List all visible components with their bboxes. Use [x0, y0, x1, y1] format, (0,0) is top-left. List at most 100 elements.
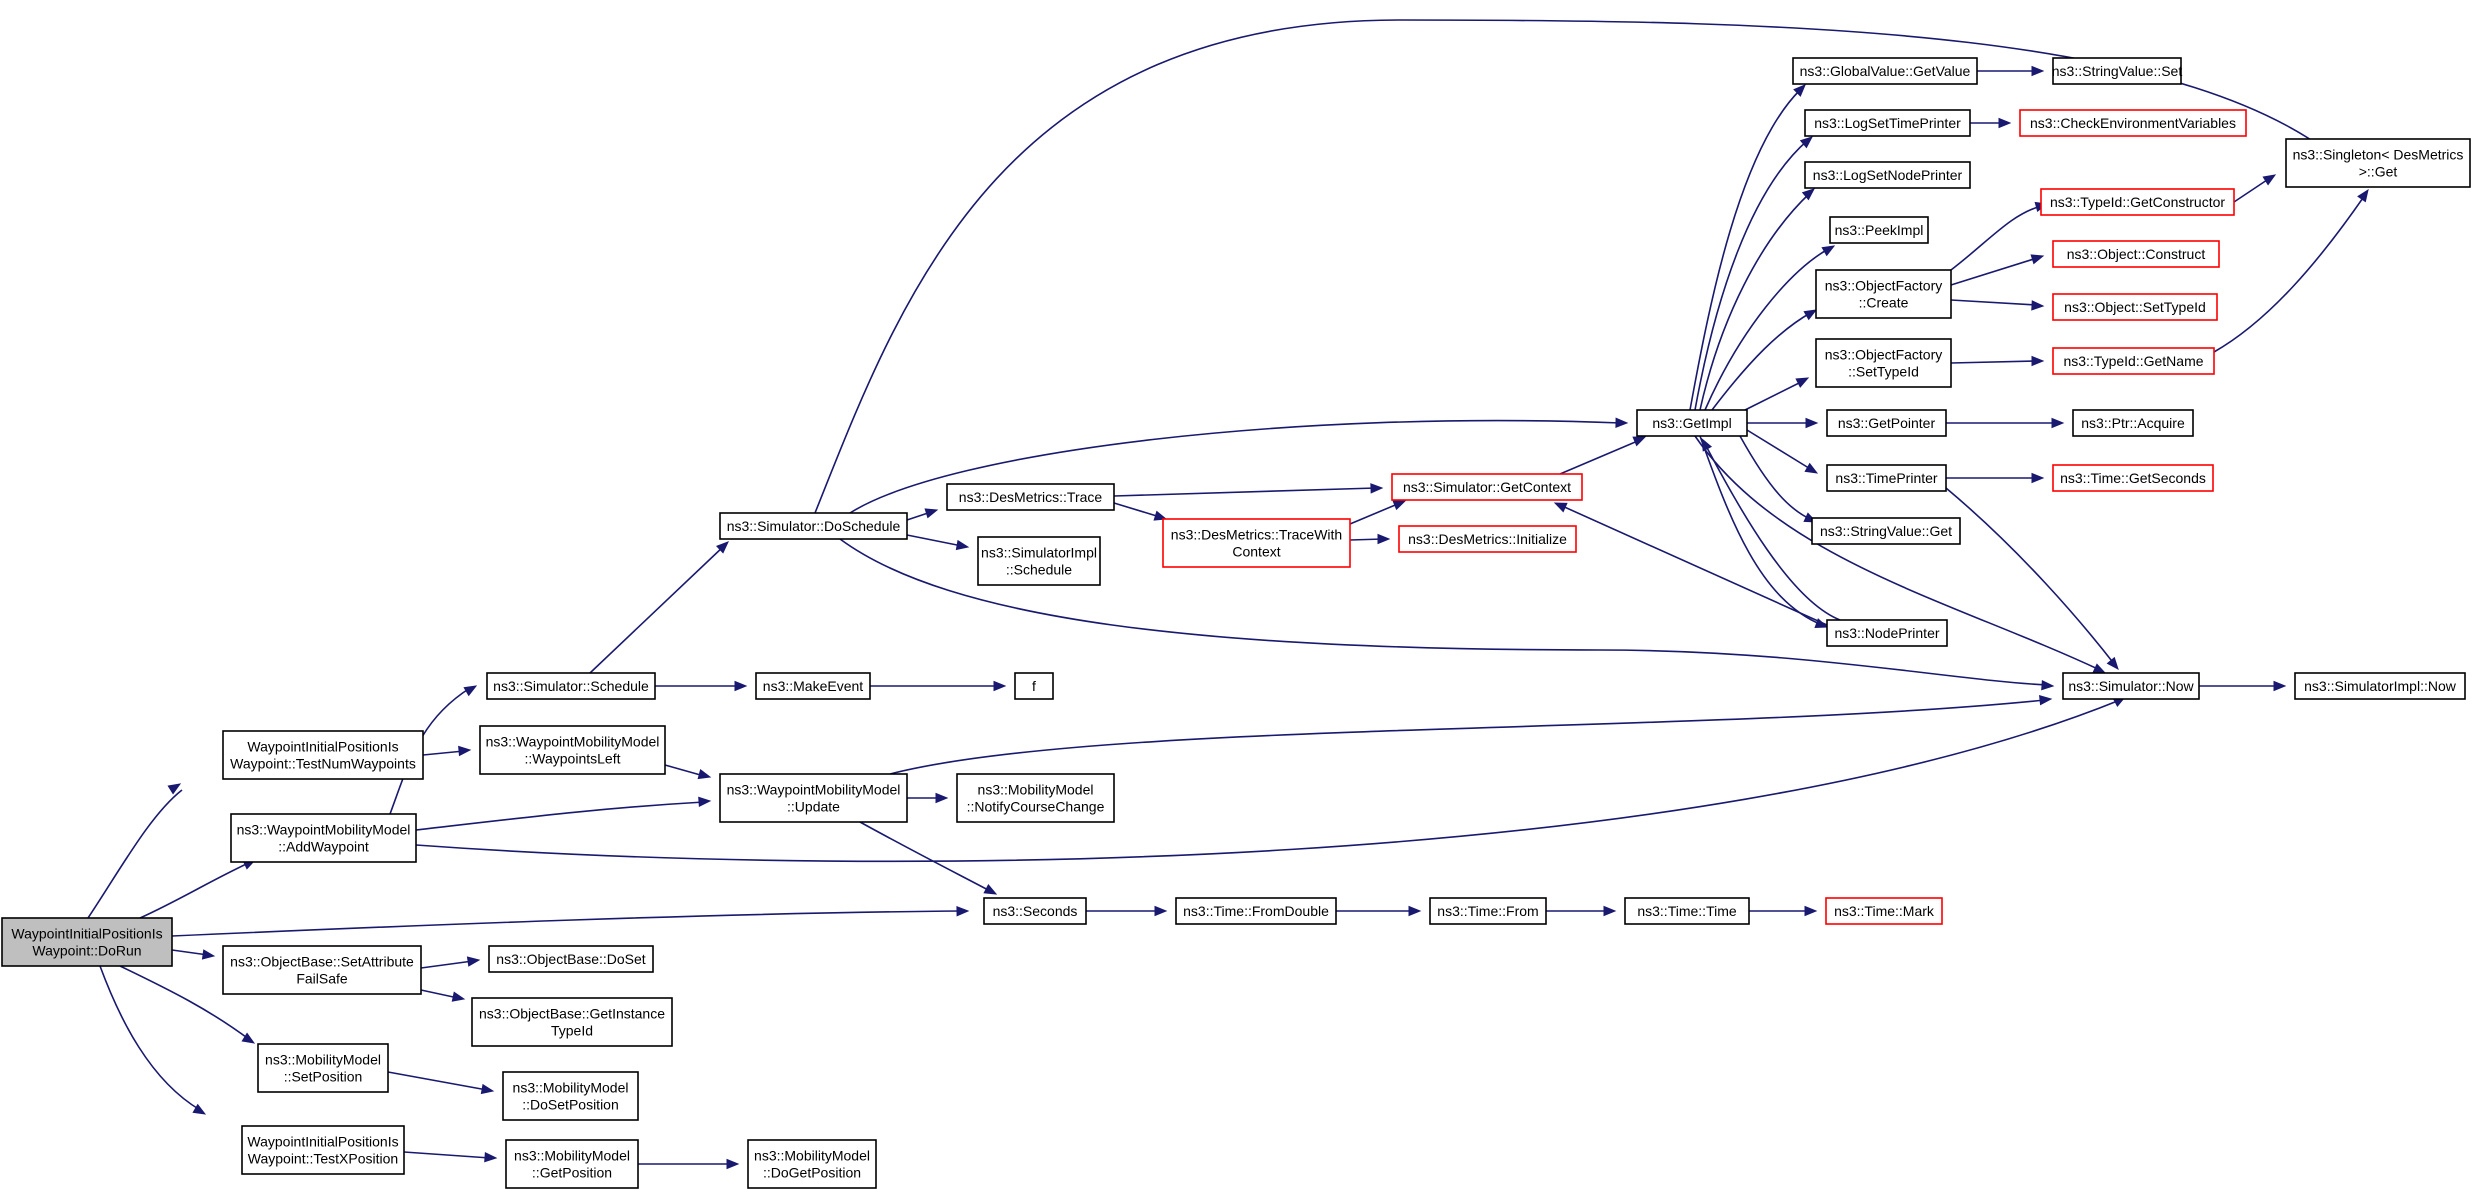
node-box[interactable] [946, 483, 1115, 511]
node-box[interactable] [257, 1043, 389, 1093]
node-wpleft[interactable]: ns3::WaypointMobilityModel::WaypointsLef… [479, 725, 666, 775]
node-box[interactable] [1826, 409, 1947, 437]
node-box[interactable] [2040, 188, 2235, 216]
node-box[interactable] [2052, 347, 2215, 375]
node-box[interactable] [222, 945, 422, 995]
node-box[interactable] [977, 536, 1101, 586]
node-box[interactable] [2052, 293, 2218, 321]
node-lognode[interactable]: ns3::LogSetNodePrinter [1804, 161, 1971, 189]
node-construct[interactable]: ns3::Object::Construct [2052, 240, 2220, 268]
node-schedule[interactable]: ns3::Simulator::Schedule [486, 672, 656, 700]
node-ofsettype[interactable]: ns3::ObjectFactory::SetTypeId [1815, 338, 1952, 388]
node-box[interactable] [1811, 517, 1961, 545]
node-box[interactable] [1826, 619, 1948, 647]
node-trace[interactable]: ns3::DesMetrics::Trace [946, 483, 1115, 511]
node-box[interactable] [1014, 672, 1054, 700]
node-box[interactable] [1391, 473, 1583, 501]
node-timeprinter[interactable]: ns3::TimePrinter [1826, 464, 1947, 492]
node-box[interactable] [2062, 672, 2200, 700]
node-box[interactable] [1804, 109, 1971, 137]
node-singleton[interactable]: ns3::Singleton< DesMetrics >::Get [2285, 138, 2471, 188]
node-box[interactable] [222, 730, 424, 780]
node-testnum[interactable]: WaypointInitialPositionIsWaypoint::TestN… [222, 730, 424, 780]
node-box[interactable] [502, 1071, 639, 1121]
node-box[interactable] [505, 1139, 639, 1189]
node-implsched[interactable]: ns3::SimulatorImpl::Schedule [977, 536, 1101, 586]
node-box[interactable] [1624, 897, 1750, 925]
node-box[interactable] [1826, 464, 1947, 492]
node-gvget[interactable]: ns3::GlobalValue::GetValue [1792, 57, 1978, 85]
node-doset[interactable]: ns3::ObjectBase::DoSet [488, 945, 654, 973]
node-getname[interactable]: ns3::TypeId::GetName [2052, 347, 2215, 375]
node-getctor[interactable]: ns3::TypeId::GetConstructor [2040, 188, 2235, 216]
node-logtime[interactable]: ns3::LogSetTimePrinter [1804, 109, 1971, 137]
node-peek[interactable]: ns3::PeekImpl [1829, 216, 1929, 244]
node-nodeprinter[interactable]: ns3::NodePrinter [1826, 619, 1948, 647]
node-from[interactable]: ns3::Time::From [1429, 897, 1547, 925]
node-ofcreate[interactable]: ns3::ObjectFactory::Create [1815, 269, 1952, 319]
node-getseconds[interactable]: ns3::Time::GetSeconds [2052, 464, 2214, 492]
node-testx[interactable]: WaypointInitialPositionIsWaypoint::TestX… [241, 1125, 405, 1175]
node-box[interactable] [1398, 525, 1577, 553]
node-seconds[interactable]: ns3::Seconds [983, 897, 1087, 925]
node-implnow[interactable]: ns3::SimulatorImpl::Now [2294, 672, 2466, 700]
node-makeevent[interactable]: ns3::MakeEvent [755, 672, 871, 700]
node-box[interactable] [983, 897, 1087, 925]
node-box[interactable] [747, 1139, 877, 1189]
node-acquire[interactable]: ns3::Ptr::Acquire [2072, 409, 2194, 437]
node-fromdouble[interactable]: ns3::Time::FromDouble [1175, 897, 1337, 925]
node-svget[interactable]: ns3::StringValue::Get [1811, 517, 1961, 545]
node-box[interactable] [755, 672, 871, 700]
node-box[interactable] [956, 773, 1115, 823]
node-setpos[interactable]: ns3::MobilityModel::SetPosition [257, 1043, 389, 1093]
node-f[interactable]: f [1014, 672, 1054, 700]
node-getpos[interactable]: ns3::MobilityModel::GetPosition [505, 1139, 639, 1189]
node-box[interactable] [2294, 672, 2466, 700]
node-box[interactable] [486, 672, 656, 700]
node-getpointer[interactable]: ns3::GetPointer [1826, 409, 1947, 437]
node-box[interactable] [230, 813, 417, 863]
node-box[interactable] [2052, 57, 2182, 85]
node-getimpl[interactable]: ns3::GetImpl [1636, 409, 1748, 437]
node-notify[interactable]: ns3::MobilityModel::NotifyCourseChange [956, 773, 1115, 823]
node-box[interactable] [241, 1125, 405, 1175]
node-doschedule[interactable]: ns3::Simulator::DoSchedule [719, 512, 908, 540]
node-box[interactable] [1162, 518, 1351, 568]
node-now[interactable]: ns3::Simulator::Now [2062, 672, 2200, 700]
node-initialize[interactable]: ns3::DesMetrics::Initialize [1398, 525, 1577, 553]
node-box[interactable] [1175, 897, 1337, 925]
node-box[interactable] [2072, 409, 2194, 437]
node-box[interactable] [479, 725, 666, 775]
node-dogetpos[interactable]: ns3::MobilityModel::DoGetPosition [747, 1139, 877, 1189]
node-box[interactable] [1815, 269, 1952, 319]
node-box[interactable] [1815, 338, 1952, 388]
node-box[interactable] [1792, 57, 1978, 85]
node-box[interactable] [2052, 464, 2214, 492]
node-box[interactable] [1636, 409, 1748, 437]
node-time[interactable]: ns3::Time::Time [1624, 897, 1750, 925]
node-addwp[interactable]: ns3::WaypointMobilityModel::AddWaypoint [230, 813, 417, 863]
node-mark[interactable]: ns3::Time::Mark [1825, 897, 1943, 925]
node-box[interactable] [1804, 161, 1971, 189]
node-box[interactable] [1829, 216, 1929, 244]
node-svset[interactable]: ns3::StringValue::Set [2052, 57, 2183, 85]
node-getcontext[interactable]: ns3::Simulator::GetContext [1391, 473, 1583, 501]
node-checkenv[interactable]: ns3::CheckEnvironmentVariables [2019, 109, 2247, 137]
node-box[interactable] [488, 945, 654, 973]
node-dosetpos[interactable]: ns3::MobilityModel::DoSetPosition [502, 1071, 639, 1121]
node-box[interactable] [2285, 138, 2471, 188]
node-update[interactable]: ns3::WaypointMobilityModel::Update [719, 773, 908, 823]
node-box[interactable] [1825, 897, 1943, 925]
node-box[interactable] [1429, 897, 1547, 925]
node-box[interactable] [2019, 109, 2247, 137]
node-box[interactable] [471, 997, 673, 1047]
node-box[interactable] [719, 773, 908, 823]
node-box[interactable] [2052, 240, 2220, 268]
node-settypeid[interactable]: ns3::Object::SetTypeId [2052, 293, 2218, 321]
node-box[interactable] [1, 917, 173, 967]
node-box[interactable] [719, 512, 908, 540]
